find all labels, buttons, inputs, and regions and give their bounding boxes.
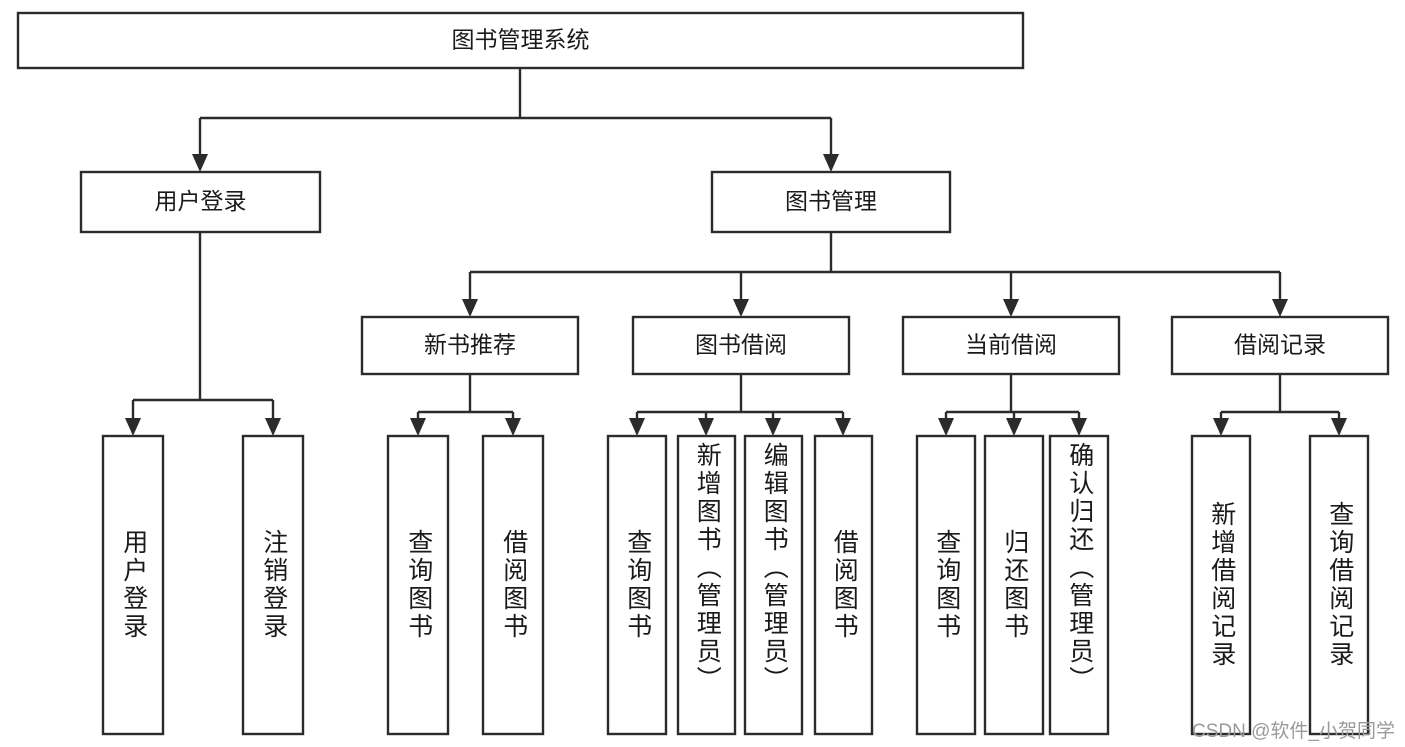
level2-node-1-label: 图书借阅 <box>695 332 787 358</box>
group-1-branch-0-arrowhead <box>629 418 645 436</box>
group-0-branch-1-arrowhead <box>505 418 521 436</box>
group-3-branch-0-arrowhead <box>1213 418 1229 436</box>
leaf-node-12-box[interactable] <box>1308 434 1370 736</box>
root-node-label: 图书管理系统 <box>452 27 590 53</box>
group-3-branch-1-arrowhead <box>1331 418 1347 436</box>
leaf-node-1-box[interactable] <box>241 434 305 736</box>
root-branch-0-arrowhead <box>192 154 208 172</box>
connectors-layer <box>125 68 1347 436</box>
level1-node-0-label: 用户登录 <box>155 188 247 214</box>
leaf-node-4-box[interactable] <box>606 434 668 736</box>
group-2-branch-1-arrowhead <box>1006 418 1022 436</box>
group-1-branch-1-arrowhead <box>698 418 714 436</box>
group-1-branch-3-arrowhead <box>835 418 851 436</box>
leaf-node-6-box[interactable] <box>743 434 804 736</box>
level2-node-2-box[interactable] <box>901 315 1121 376</box>
leaf-node-7-box[interactable] <box>813 434 874 736</box>
books-branch-0-arrowhead <box>462 299 478 317</box>
boxes-layer <box>16 11 1390 736</box>
books-branch-3-arrowhead <box>1272 299 1288 317</box>
root-node-box[interactable] <box>16 11 1025 70</box>
leaf-node-0-box[interactable] <box>101 434 165 736</box>
group-2-branch-2-arrowhead <box>1071 418 1087 436</box>
level2-node-3-label: 借阅记录 <box>1234 332 1326 358</box>
books-branch-2-arrowhead <box>1003 299 1019 317</box>
leaf-node-11-box[interactable] <box>1190 434 1252 736</box>
group-1-branch-2-arrowhead <box>765 418 781 436</box>
level1-node-1-label: 图书管理 <box>785 188 877 214</box>
level2-node-3-box[interactable] <box>1170 315 1390 376</box>
group-2-branch-0-arrowhead <box>938 418 954 436</box>
login-branch-0-arrowhead <box>125 418 141 436</box>
leaf-node-2-box[interactable] <box>386 434 450 736</box>
root-branch-1-arrowhead <box>823 154 839 172</box>
level1-node-0-box[interactable] <box>79 170 322 234</box>
leaf-node-5-box[interactable] <box>676 434 737 736</box>
level1-node-1-box[interactable] <box>710 170 952 234</box>
group-0-branch-0-arrowhead <box>410 418 426 436</box>
leaf-node-10-box[interactable] <box>1048 434 1110 736</box>
login-branch-1-arrowhead <box>265 418 281 436</box>
level2-node-2-label: 当前借阅 <box>965 332 1057 358</box>
leaf-node-8-box[interactable] <box>915 434 977 736</box>
books-branch-1-arrowhead <box>733 299 749 317</box>
leaf-node-3-box[interactable] <box>481 434 545 736</box>
level2-node-0-box[interactable] <box>360 315 580 376</box>
level2-node-0-label: 新书推荐 <box>424 332 516 358</box>
level2-node-1-box[interactable] <box>631 315 851 376</box>
leaf-node-9-box[interactable] <box>983 434 1045 736</box>
